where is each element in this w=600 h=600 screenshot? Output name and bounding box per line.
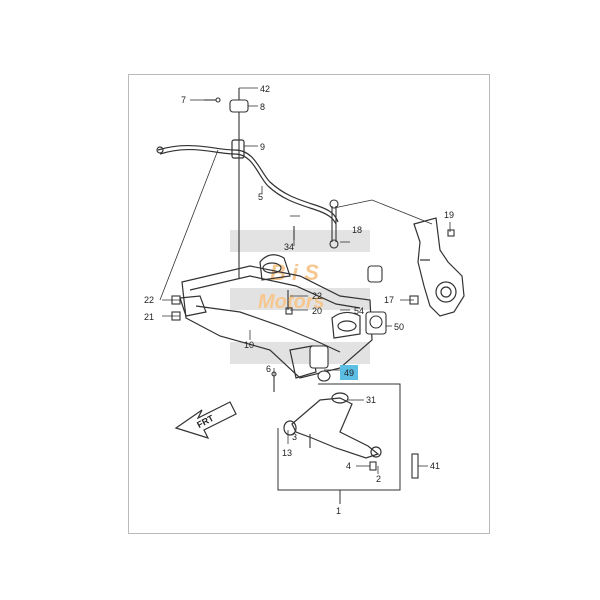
callout-49: 49 (344, 368, 354, 378)
callout-50: 50 (394, 322, 404, 332)
callout-8: 8 (260, 102, 265, 112)
callout-31: 31 (366, 395, 376, 405)
callout-22-right: 22 (312, 291, 322, 301)
leader-lines (159, 87, 451, 474)
callout-1: 1 (336, 506, 341, 516)
callouts: 7 42 8 9 5 19 18 34 22 21 22 20 17 54 50… (144, 84, 454, 516)
callout-22-left: 22 (144, 295, 154, 305)
steering-knuckle (413, 217, 465, 317)
svg-text:Motors: Motors (258, 291, 325, 313)
callout-19: 19 (444, 210, 454, 220)
callout-13: 13 (282, 448, 292, 458)
callout-2: 2 (376, 474, 381, 484)
callout-17: 17 (384, 295, 394, 305)
callout-20: 20 (312, 306, 322, 316)
watermark: B i S Motors (230, 230, 370, 364)
callout-41: 41 (430, 461, 440, 471)
callout-10: 10 (244, 340, 254, 350)
callout-6: 6 (266, 364, 271, 374)
bushings (309, 265, 387, 382)
callout-highlight (340, 365, 358, 380)
callout-21: 21 (144, 312, 154, 322)
callout-3: 3 (292, 432, 297, 442)
crossmember (179, 254, 373, 379)
lower-control-arm (283, 392, 382, 459)
callout-7: 7 (181, 95, 186, 105)
callout-9: 9 (260, 142, 265, 152)
front-direction-arrow: FRT (174, 401, 237, 439)
group-bracket (277, 383, 401, 504)
callout-34: 34 (284, 242, 294, 252)
callout-54: 54 (354, 306, 364, 316)
callout-5: 5 (258, 192, 263, 202)
callout-42: 42 (260, 84, 270, 94)
stabilizer-link (329, 199, 339, 249)
callout-18: 18 (352, 225, 362, 235)
callout-4: 4 (346, 461, 351, 471)
stabilizer-bar (156, 139, 339, 225)
